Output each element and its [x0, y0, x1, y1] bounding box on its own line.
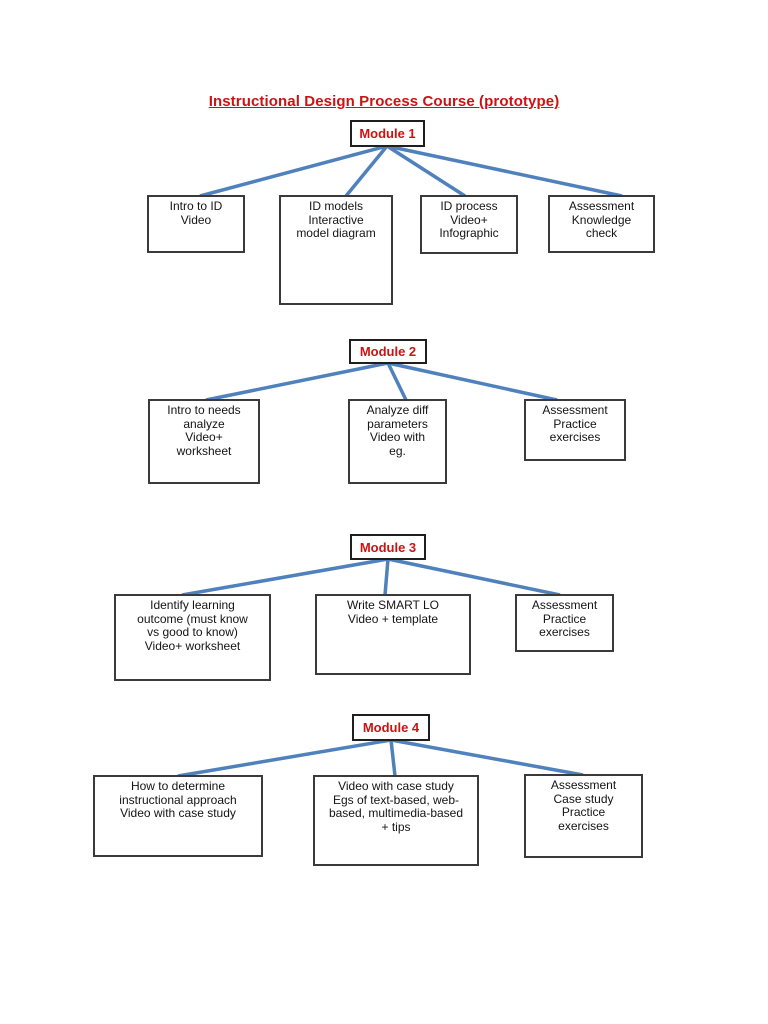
connector-line	[386, 144, 466, 198]
node-text-line: Intro to ID	[169, 199, 223, 213]
node-text-line: Assessment	[542, 403, 608, 417]
node-text-line: Video+ worksheet	[144, 638, 241, 653]
node-text-line: exercises	[539, 625, 590, 639]
node-text-line: exercises	[549, 430, 601, 444]
node-text-line: Identify learning	[150, 598, 235, 612]
connector-line	[386, 144, 623, 198]
connector-line	[177, 738, 392, 778]
node-text-line: eg.	[389, 443, 406, 458]
node-text-line: Analyze diff	[366, 403, 429, 417]
node-text-line: Egs of text-based, web-	[332, 792, 460, 807]
node-text-line: Practice	[553, 416, 597, 431]
node-text-line: Video with case study	[338, 779, 454, 793]
node-text-line: check	[585, 226, 618, 240]
node-text-line: Video+	[185, 430, 223, 444]
node-text-line: ID models	[308, 199, 364, 213]
module-header-2: Module 2	[349, 339, 427, 364]
node-text-line: Assessment	[531, 598, 598, 612]
connector-line	[199, 144, 388, 198]
node-text-line: + tips	[381, 819, 411, 834]
node-text-line: Practice	[561, 805, 606, 819]
node-text-line: worksheet	[176, 443, 232, 458]
node-text-line: Video with	[369, 430, 426, 444]
connector-line	[181, 557, 389, 597]
node-text-line: Assessment	[568, 199, 635, 213]
node-text-line: vs good to know)	[147, 625, 238, 639]
node-text-line: Intro to needs	[167, 403, 241, 417]
connector-line	[387, 557, 561, 597]
node-text-line: Interactive	[308, 212, 364, 227]
connector-line	[344, 144, 389, 198]
module-header-4: Module 4	[352, 714, 430, 741]
node-text-line: outcome (must know	[137, 611, 248, 626]
module-header-1: Module 1	[350, 120, 425, 147]
connector-line	[387, 361, 558, 402]
node-text-line: analyze	[183, 416, 225, 431]
node-text-line: based, multimedia-based	[328, 806, 464, 820]
node-text-line: Assessment	[550, 778, 617, 792]
node-text-line: instructional approach	[119, 792, 237, 807]
node-text-line: Video + template	[347, 611, 439, 626]
module-header-3: Module 3	[350, 534, 426, 560]
node-text-line: How to determine	[130, 779, 226, 793]
connector-line	[390, 738, 584, 777]
node-text-line: Write SMART LO	[346, 598, 440, 612]
node-text-line: Practice	[542, 611, 587, 626]
node-text-line: Case study	[553, 791, 614, 806]
connector-line	[389, 739, 397, 777]
node-text-line: ID process	[440, 199, 498, 213]
connector-line	[205, 361, 389, 402]
connector-line	[386, 362, 408, 401]
page-title: Instructional Design Process Course (pro…	[208, 93, 560, 110]
node-text-line: model diagram	[296, 226, 376, 240]
node-text-line: Video	[180, 212, 212, 227]
node-text-line: Video with case study	[120, 806, 236, 820]
node-text-line: Knowledge	[571, 212, 632, 227]
node-text-line: Video+	[450, 212, 488, 227]
connector-line	[383, 558, 390, 596]
node-text-line: exercises	[558, 818, 609, 833]
node-text-line: Infographic	[439, 226, 499, 240]
node-text-line: parameters	[367, 416, 428, 431]
